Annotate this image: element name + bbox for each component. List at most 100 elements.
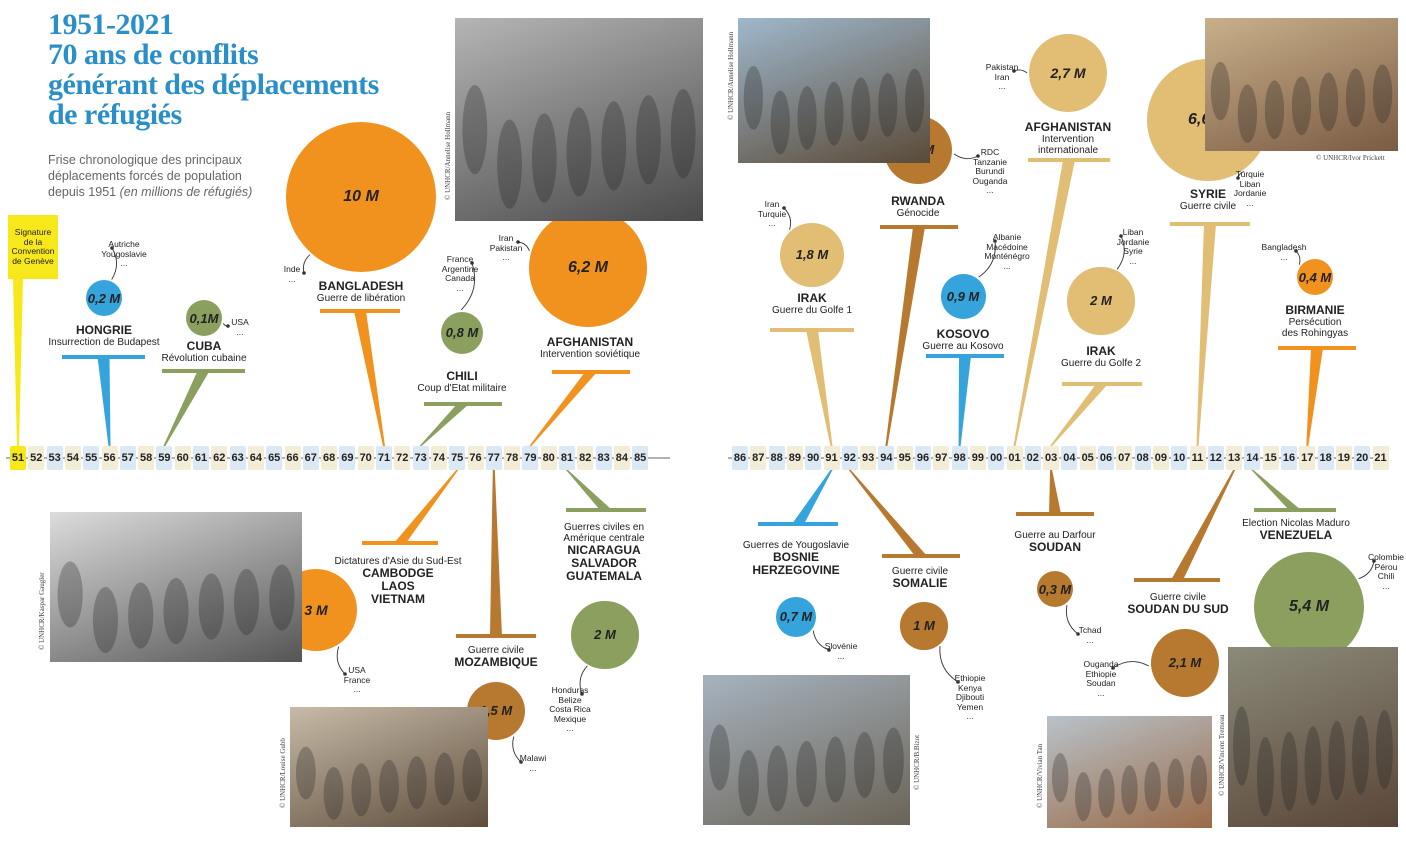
- timeline-year-94: 94: [878, 446, 895, 470]
- bubble-irak2: 2 M: [1067, 267, 1135, 335]
- bubble-value: 0,4 M: [1298, 269, 1332, 285]
- destination-country: Colombie: [1368, 552, 1404, 562]
- timeline-year-54: 54: [64, 446, 81, 470]
- photo-figure: [128, 582, 154, 649]
- photo-figure: [743, 65, 763, 130]
- subtitle-line: depuis 1951: [48, 185, 117, 199]
- flow-arrow-head: [302, 271, 306, 275]
- destination-country: Tchad: [1078, 625, 1102, 635]
- timeline-year-76: 76: [467, 446, 484, 470]
- photo-figure: [878, 73, 898, 137]
- bubble-somalie: 1 M: [900, 602, 948, 650]
- destination-country: Honduras: [551, 685, 589, 695]
- destination-country: ...: [456, 282, 464, 293]
- photo-credit: © UNHCR/Annelise Hollmann: [444, 111, 452, 200]
- timeline-year-95: 95: [896, 446, 913, 470]
- timeline-year-91: 91: [823, 446, 840, 470]
- flow-arrow-rwanda: [953, 153, 979, 160]
- destination-country: Belize: [558, 694, 582, 705]
- destination-country: Syrie: [1123, 246, 1143, 256]
- timeline-year-09: 09: [1152, 446, 1169, 470]
- timeline-year-88: 88: [768, 446, 785, 470]
- event-country: CUBA: [186, 339, 222, 353]
- event-subtitle: Guerre civile: [891, 566, 949, 577]
- convention-label-line: de la: [23, 236, 43, 247]
- timeline-year-14: 14: [1244, 446, 1261, 470]
- timeline-year-18: 18: [1317, 446, 1334, 470]
- timeline-year-82: 82: [577, 446, 594, 470]
- bubble-cuba: 0,1M: [186, 300, 222, 336]
- connector-afghanistan2: [1013, 160, 1075, 446]
- label-bar-soudan_sud: [1134, 578, 1220, 582]
- photo-placeholder: [709, 724, 904, 816]
- photo-figure: [1372, 64, 1393, 124]
- destination-country: Turquie: [757, 208, 787, 219]
- destination-country: Macédoine: [986, 241, 1028, 252]
- flow-arrow-head: [1111, 666, 1115, 670]
- convention-label-line: Signature: [14, 227, 52, 237]
- destination-country: Soudan: [1086, 678, 1116, 688]
- flow-arrow-head: [782, 206, 786, 210]
- flow-arrow-venezuela: [1358, 560, 1375, 580]
- photo: [290, 707, 488, 827]
- connector-irak2: [1050, 384, 1108, 446]
- flow-arrow-mozambique: [512, 736, 522, 763]
- destination-country: Jordanie: [1233, 188, 1267, 198]
- event-country: SOUDAN DU SUD: [1127, 602, 1229, 616]
- bubble-value: 6,2 M: [567, 258, 608, 276]
- photo-figure: [1264, 80, 1285, 140]
- destinations-mozambique: Malawi...: [520, 753, 546, 773]
- photo-placeholder: [1210, 61, 1393, 144]
- destination-country: Bangladesh: [1261, 242, 1307, 252]
- destinations-birmanie: Bangladesh...: [1261, 242, 1307, 262]
- flow-arrow-irak1: [783, 207, 792, 230]
- photo-figure: [670, 89, 696, 179]
- label-bar-bangladesh: [320, 309, 400, 313]
- timeline-year-04: 04: [1061, 446, 1078, 470]
- bubble-birmanie: 0,4 M: [1297, 259, 1333, 295]
- connector-birmanie: [1306, 348, 1323, 446]
- photo-credit: © UNHCR/Annelise Hollmann: [727, 31, 735, 120]
- bubble-value: 3 M: [304, 601, 328, 618]
- timeline-year-77: 77: [485, 446, 502, 470]
- photo-credit: © UNHCR/Vivian Tan: [1036, 743, 1044, 808]
- photo-figure: [406, 756, 427, 809]
- bubble-value: 0,3 M: [1038, 581, 1072, 597]
- destination-country: Iran: [994, 71, 1010, 82]
- event-country: BOSNIE: [772, 550, 819, 564]
- flow-arrow-head: [976, 154, 980, 158]
- flow-arrow-asie_sud_est: [336, 646, 346, 675]
- photo-figure: [1256, 737, 1274, 817]
- timeline-year-61: 61: [193, 446, 209, 470]
- event-country: SOUDAN: [1028, 540, 1081, 554]
- destination-country: USA: [348, 665, 366, 675]
- timeline-year-96: 96: [915, 446, 931, 470]
- photo-credit: © UNHCR/Kaspar Gaugler: [38, 572, 46, 650]
- photo-credit: © UNHCR/Ivor Prickett: [1316, 154, 1385, 162]
- event-subtitle: Intervention soviétique: [539, 349, 641, 360]
- bubble-value: 0,8 M: [445, 325, 479, 341]
- photo-figure: [92, 587, 119, 653]
- destination-country: ...: [998, 81, 1006, 91]
- connector-rwanda: [885, 227, 925, 446]
- label-bar-mozambique: [456, 634, 536, 638]
- photo-figure: [1051, 752, 1069, 803]
- destination-country: France: [343, 674, 371, 685]
- bubble-value: 2,1 M: [1168, 655, 1202, 671]
- destination-country: ...: [1003, 260, 1011, 271]
- event-country: AFGHANISTAN: [1024, 120, 1112, 134]
- photo-figure: [601, 101, 627, 191]
- label-bar-syrie: [1170, 222, 1250, 226]
- flow-arrow-amerique_centrale: [579, 665, 588, 695]
- label-bar-venezuela: [1254, 508, 1336, 512]
- photo-figure: [351, 763, 372, 817]
- timeline-year-74: 74: [430, 446, 447, 470]
- timeline-year-97: 97: [933, 446, 950, 470]
- destination-country: ...: [236, 326, 244, 337]
- photo-figure: [497, 119, 522, 209]
- event-subtitle: Guerre civile: [467, 645, 525, 656]
- connector-mozambique: [490, 470, 502, 636]
